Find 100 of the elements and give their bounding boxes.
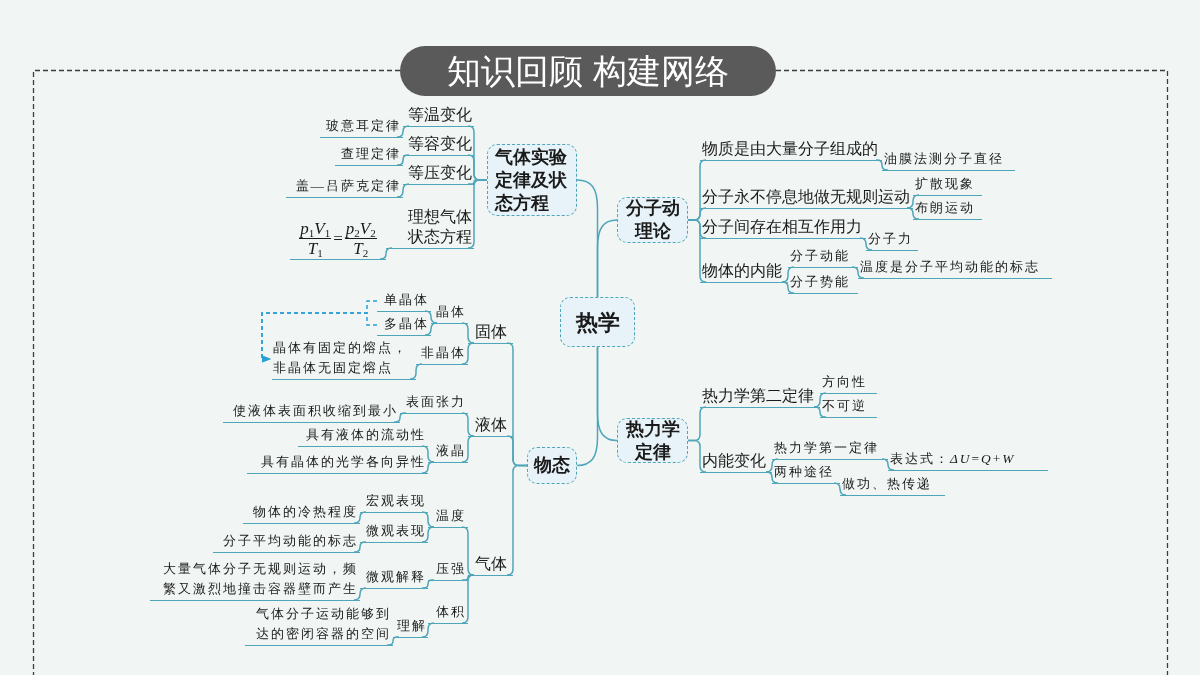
branch-label: 盖—吕萨克定律 [286, 175, 403, 198]
connector [687, 219, 707, 283]
topic-box: 分子动理论 [617, 197, 688, 243]
branch-label: 宏观表现 [360, 490, 428, 513]
connector [813, 406, 827, 418]
branch-label: 油膜法测分子直径 [882, 148, 1015, 171]
connector [396, 125, 410, 138]
connector [781, 266, 795, 283]
connector [424, 310, 438, 324]
branch-label: 微观解释 [360, 566, 428, 589]
branch-label: 物质是由大量分子组成的 [700, 138, 882, 161]
connector [353, 587, 367, 601]
branch-label: 气体分子运动能够到达的密闭容器的空间 [245, 603, 393, 646]
connector [461, 342, 475, 365]
connector [424, 322, 438, 336]
branch-label: 晶体有固定的熔点，非晶体无固定熔点 [272, 337, 416, 380]
branch-label: 内能变化 [700, 450, 772, 473]
connector [396, 183, 410, 198]
connector [386, 636, 400, 646]
branch-label: 热力学第一定律 [772, 437, 888, 460]
connector [461, 435, 475, 463]
connector [353, 511, 367, 524]
numerator: p$_{2}$V$_{2}$ [344, 218, 377, 239]
branch-label: 液晶 [428, 440, 468, 463]
connector [765, 471, 779, 484]
connector [461, 574, 475, 624]
branch-label: 表面张力 [400, 391, 468, 414]
connector [506, 464, 528, 576]
branch-label: 液体 [468, 414, 513, 437]
central-topic-box: 热学 [560, 297, 635, 347]
connector [596, 219, 618, 298]
branch-label: 方向性 [820, 371, 877, 394]
branch-label: 体积 [428, 601, 468, 624]
branch-label: 表达式：ΔU=Q+W [888, 448, 1048, 471]
branch-label: 气体 [468, 553, 513, 576]
connector [379, 247, 393, 260]
connector [461, 322, 475, 344]
branch-label: 晶体 [431, 301, 468, 324]
branch-label: 不可逆 [820, 395, 877, 418]
connector [421, 445, 435, 463]
connector [353, 541, 367, 553]
branch-label: 分子力 [866, 228, 918, 251]
numerator: p$_{1}$V$_{1}$ [299, 218, 332, 239]
branch-label: 做功、热传递 [840, 473, 945, 496]
topic-box: 热力学定律 [617, 418, 688, 463]
topic-box: 气体实验定律及状态方程 [487, 144, 577, 216]
connector [421, 511, 435, 528]
connector [467, 179, 488, 249]
denominator: T$_{1}$ [306, 238, 324, 258]
branch-label: 布朗运动 [913, 197, 982, 220]
connector [409, 363, 423, 380]
title-banner: 知识回顾 构建网络 [400, 46, 776, 96]
connector [396, 154, 410, 166]
branch-label: 微观表现 [360, 520, 428, 543]
branch-label: 温度 [428, 505, 468, 528]
branch-label: 分子势能 [788, 271, 858, 294]
branch-label: 非晶体 [416, 342, 468, 365]
branch-label: 两种途径 [772, 461, 840, 484]
equals-sign: = [333, 228, 343, 248]
branch-label: 热力学第二定律 [700, 385, 820, 408]
branch-label: 物体的冷热程度 [243, 501, 360, 524]
connector [461, 574, 475, 581]
branch-label: 温度是分子平均动能的标志 [858, 256, 1052, 279]
branch-label: 具有晶体的光学各向异性 [247, 451, 428, 474]
branch-label: 理想气体状态方程 [386, 206, 474, 249]
branch-label: 固体 [468, 321, 513, 344]
connector [881, 458, 895, 471]
connector [393, 412, 407, 423]
branch-label: 单晶体 [377, 289, 431, 312]
branch-label: 分子永不停息地做无规则运动 [700, 186, 913, 209]
branch-label: 查理定律 [335, 143, 403, 166]
branch-label: 玻意耳定律 [320, 115, 403, 138]
branch-label: 分子动能 [788, 245, 858, 268]
branch-label: 物体的内能 [700, 260, 788, 283]
connector [461, 412, 475, 437]
branch-label: 扩散现象 [913, 173, 982, 196]
connector [906, 207, 920, 220]
connector [851, 266, 865, 279]
connector [421, 579, 435, 589]
branch-label: 具有液体的流动性 [298, 424, 428, 447]
branch-label: 大量气体分子无规则运动，频繁又激烈地撞击容器壁而产生 [150, 558, 360, 601]
connector [765, 458, 779, 473]
branch-label: 等压变化 [403, 162, 474, 185]
connector [687, 439, 707, 473]
branch-label: 使液体表面积收缩到最小 [223, 400, 400, 423]
connector [906, 194, 920, 209]
branch-label: 等容变化 [403, 133, 474, 156]
branch-label: 理解 [393, 615, 428, 638]
connector [421, 526, 435, 543]
branch-label: 多晶体 [377, 313, 431, 336]
connector [833, 482, 847, 496]
branch-label: 分子间存在相互作用力 [700, 216, 866, 239]
connector [859, 237, 873, 251]
connector [596, 346, 618, 442]
denominator: T$_{2}$ [352, 238, 370, 258]
branch-label: 等温变化 [403, 104, 474, 127]
topic-box: 物态 [527, 447, 577, 484]
connector [781, 281, 795, 294]
connector [421, 461, 435, 474]
dashed-arrow [261, 300, 378, 363]
